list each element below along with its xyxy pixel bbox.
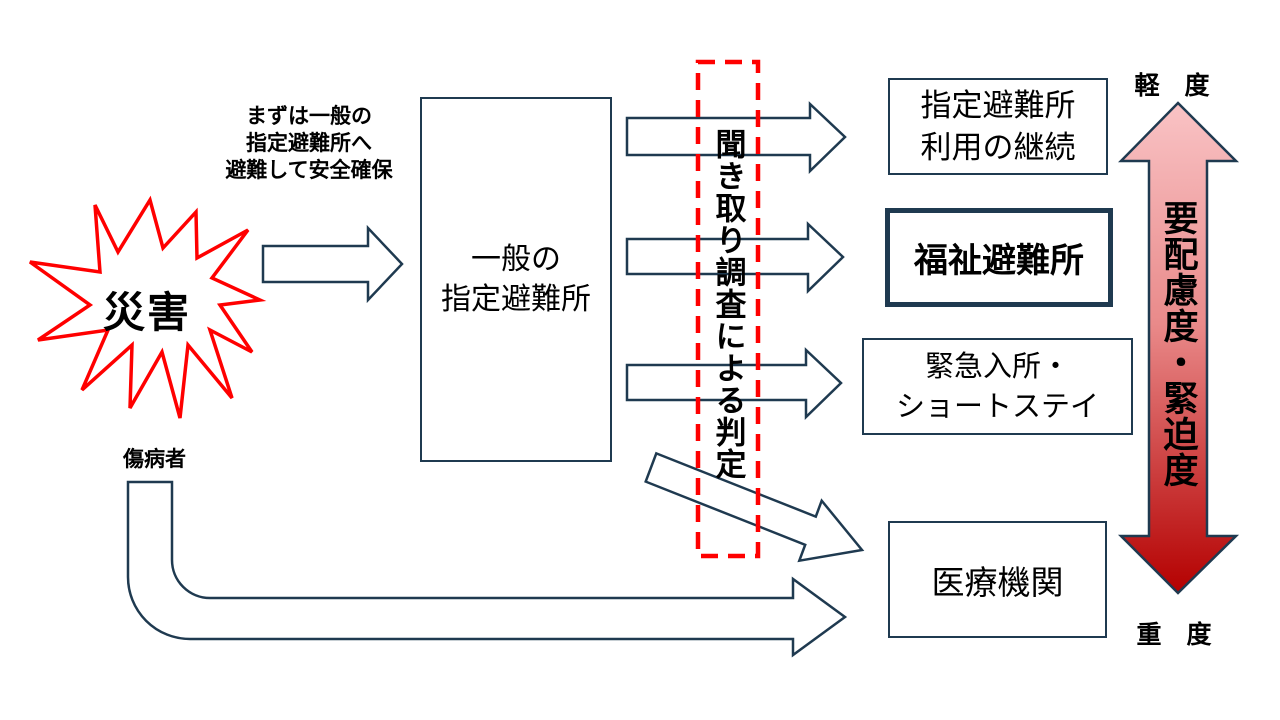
disaster-starburst-shape xyxy=(28,195,267,419)
emergency-stay-box: 緊急入所・ ショートステイ xyxy=(862,338,1133,435)
continue-shelter-line-1: 指定避難所 xyxy=(920,87,1076,123)
arrow-injured-to-medical xyxy=(126,480,848,658)
arrow-to-welfare-shelter xyxy=(625,221,845,294)
general-shelter-line-1: 一般の xyxy=(471,242,561,276)
general-shelter-box: 一般の 指定避難所 xyxy=(420,97,612,462)
arrow-to-medical xyxy=(644,451,865,563)
disaster-label: 災害 xyxy=(102,289,192,336)
arrow-to-continue-shelter xyxy=(625,101,847,174)
assessment-dashed-box xyxy=(695,59,761,559)
welfare-shelter-label: 福祉避難所 xyxy=(914,242,1084,280)
severity-axis-label: 要配慮度・緊迫度 xyxy=(1158,200,1198,488)
emergency-stay-line-2: ショートステイ xyxy=(895,390,1099,423)
severity-severe-label: 重 度 xyxy=(1136,621,1212,649)
continue-shelter-box: 指定避難所 利用の継続 xyxy=(888,78,1108,175)
note-first-evacuate: まずは一般の 指定避難所へ 避難して安全確保 xyxy=(225,103,392,184)
welfare-shelter-box: 福祉避難所 xyxy=(885,208,1113,307)
severity-scale-arrow xyxy=(1117,101,1240,595)
assessment-vertical-label: 聞き取り調査による判定 xyxy=(710,128,746,480)
arrow-to-emergency-stay xyxy=(625,347,843,420)
emergency-stay-line-1: 緊急入所・ xyxy=(924,350,1070,383)
note-line-2: 指定避難所へ xyxy=(246,132,372,155)
injured-persons-label: 傷病者 xyxy=(123,448,186,471)
note-line-1: まずは一般の xyxy=(246,105,372,128)
medical-institution-label: 医療機関 xyxy=(931,563,1064,601)
continue-shelter-line-2: 利用の継続 xyxy=(920,129,1076,165)
note-line-3: 避難して安全確保 xyxy=(225,159,393,182)
general-shelter-line-2: 指定避難所 xyxy=(441,282,591,316)
arrow-disaster-to-shelter xyxy=(261,224,404,304)
medical-institution-box: 医療機関 xyxy=(888,521,1107,638)
severity-mild-label: 軽 度 xyxy=(1134,72,1210,100)
